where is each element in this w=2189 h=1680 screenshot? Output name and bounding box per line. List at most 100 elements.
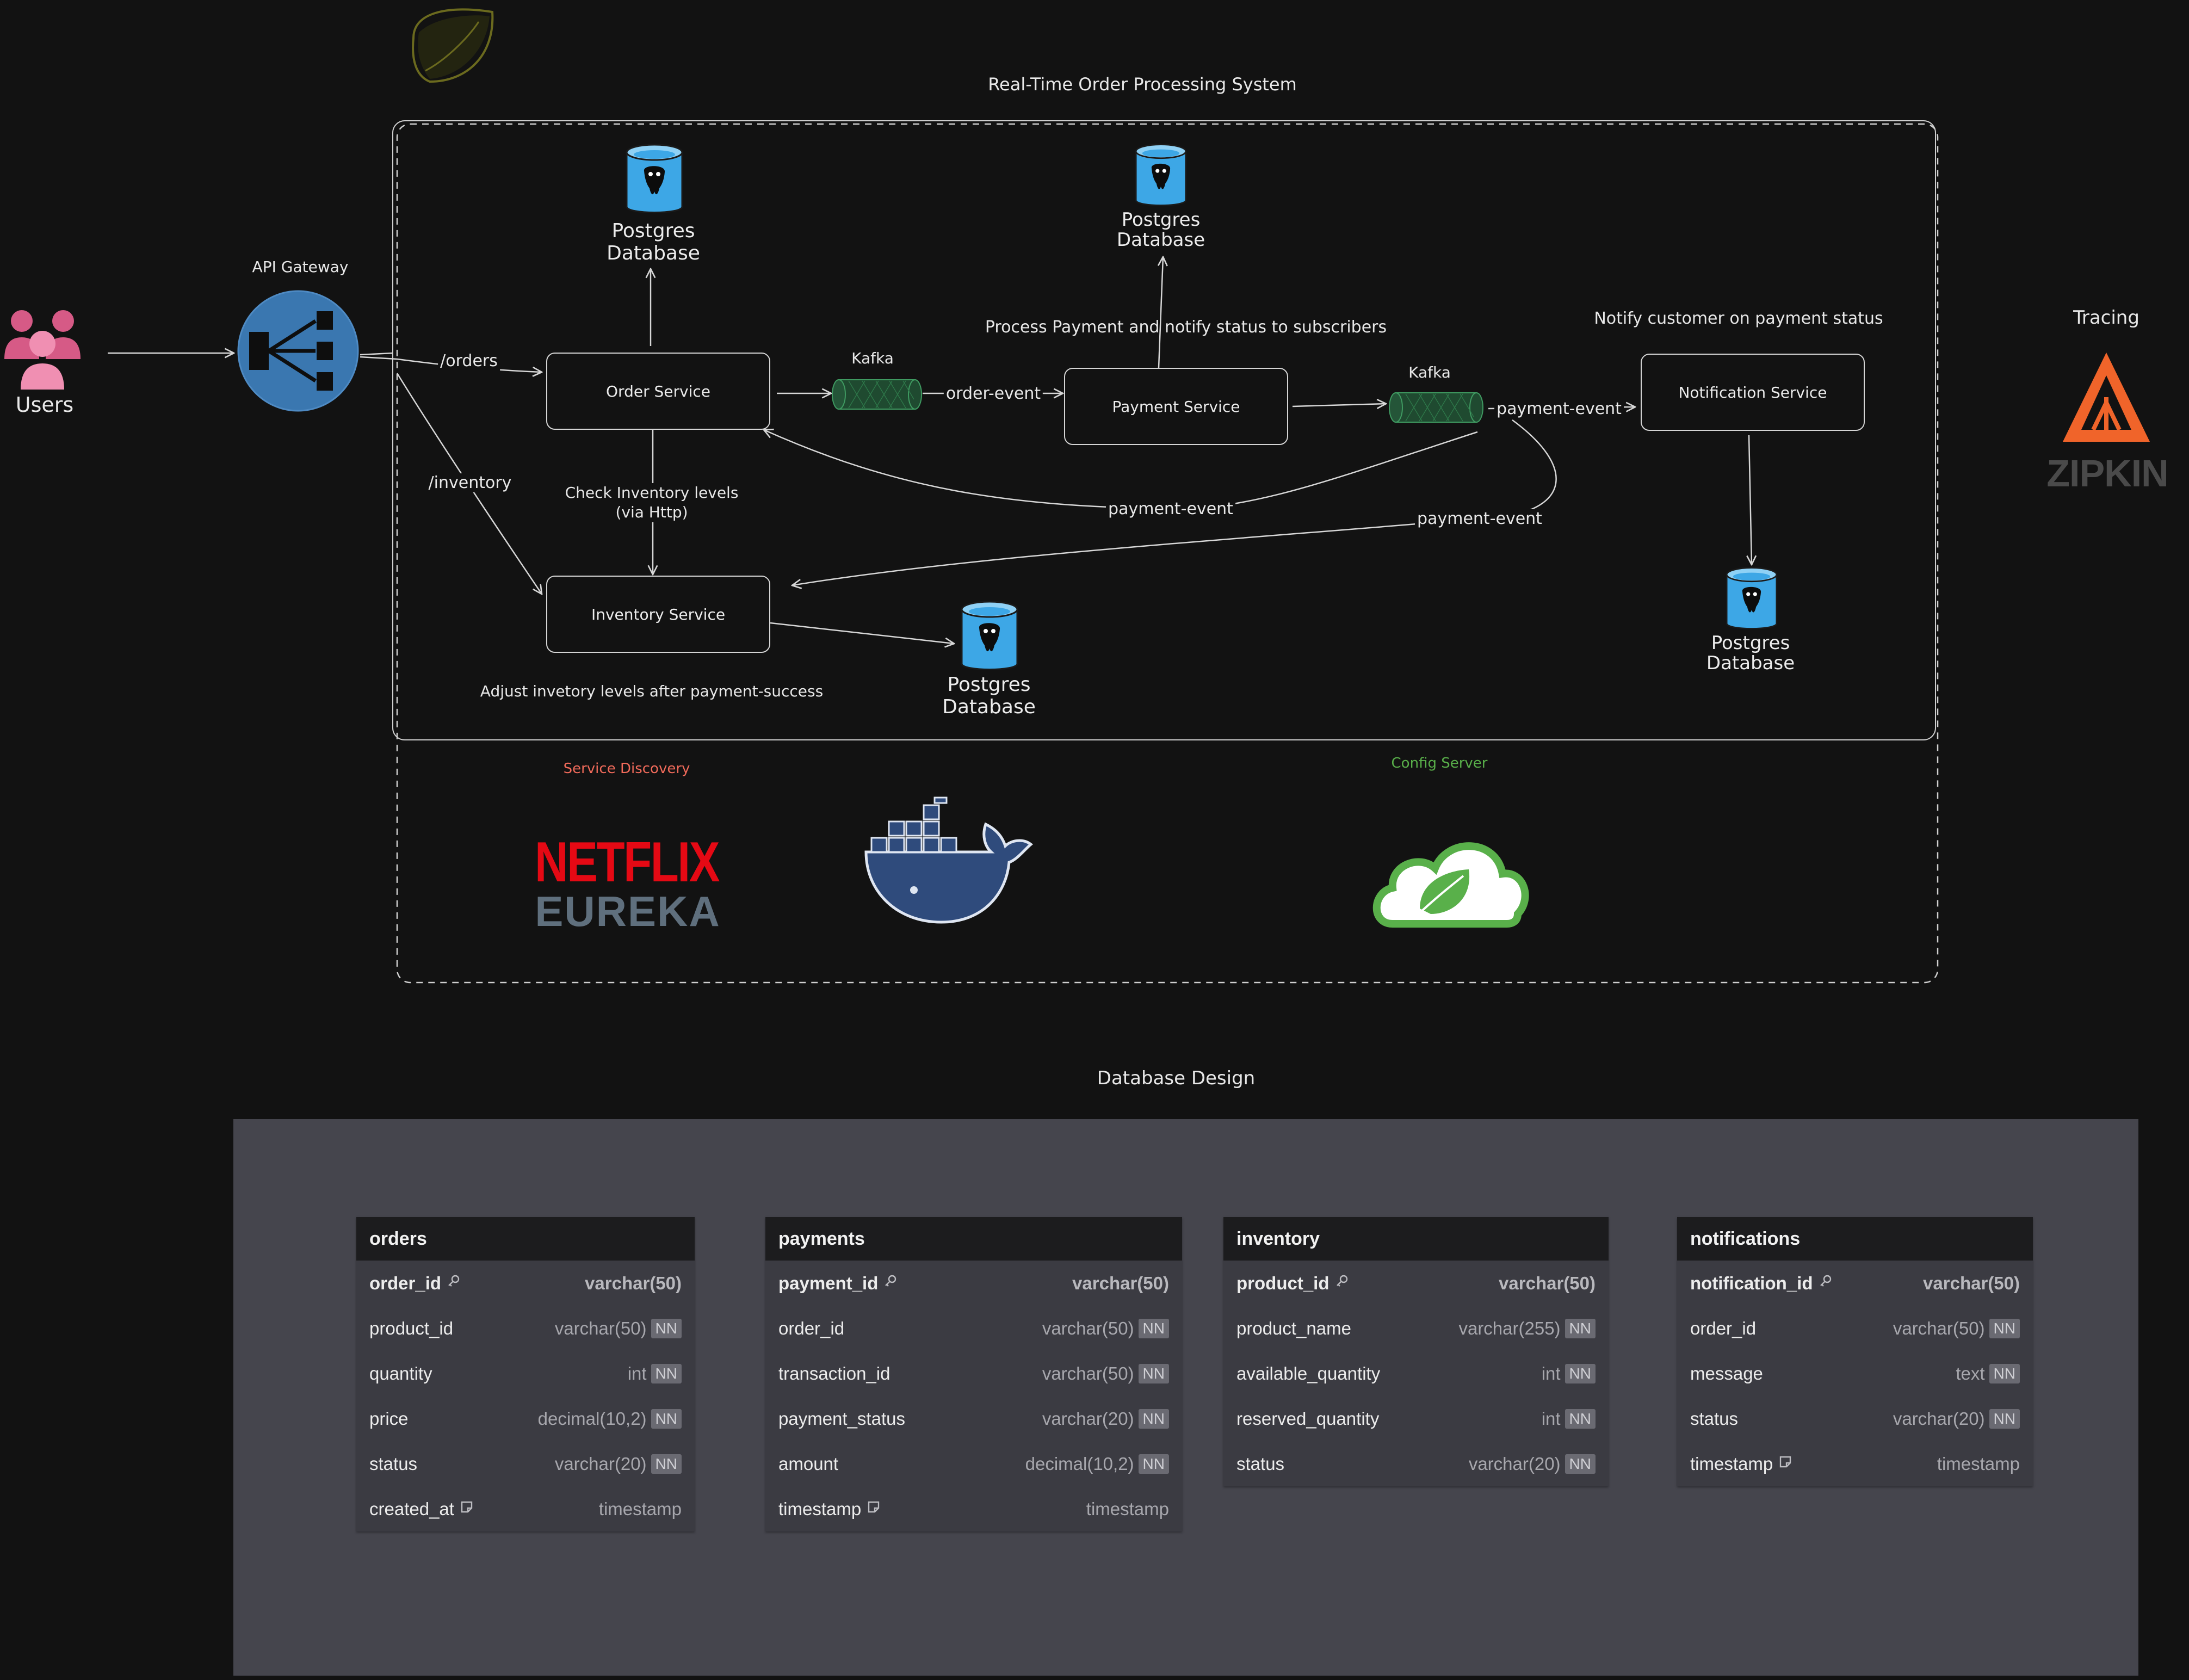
postgres-db-label-2: Postgres Database <box>1116 209 1205 251</box>
erd-column-type: int <box>627 1363 647 1383</box>
not-null-badge: NN <box>651 1454 682 1474</box>
inventory-service-node[interactable]: Inventory Service <box>546 576 770 653</box>
erd-column-name: transaction_id <box>778 1363 891 1383</box>
erd-column-name: order_id <box>1690 1318 1757 1338</box>
erd-row[interactable]: timestamp timestamp <box>1677 1441 2033 1486</box>
spring-cloud-logo-icon <box>1372 842 1529 928</box>
not-null-badge: NN <box>1138 1409 1169 1429</box>
edge-gateway-stub <box>360 352 393 356</box>
architecture-diagram <box>4 8 2150 984</box>
erd-column-name: status <box>369 1453 418 1474</box>
not-null-badge: NN <box>1989 1363 2020 1383</box>
erd-column-type: decimal(10,2) <box>1025 1453 1134 1474</box>
erd-column-name: order_id <box>778 1318 845 1338</box>
erd-column-name: status <box>1690 1408 1739 1429</box>
not-null-badge: NN <box>1138 1454 1169 1474</box>
annotation-adjust-inventory: Adjust invetory levels after payment-suc… <box>480 682 824 700</box>
edge-kafka2-inventory <box>792 419 1557 585</box>
diagram-title: Real-Time Order Processing System <box>988 74 1297 95</box>
postgres-db-label-4: Postgres Database <box>1706 632 1795 674</box>
erd-column-name: payment_status <box>778 1408 905 1429</box>
erd-column-type: varchar(50) <box>585 1273 682 1293</box>
annotation-process-payment: Process Payment and notify status to sub… <box>985 318 1387 337</box>
payment-service-node[interactable]: Payment Service <box>1064 368 1288 445</box>
kafka-label-2: Kafka <box>1408 363 1451 381</box>
zipkin-logo-icon <box>2063 353 2150 442</box>
erd-row[interactable]: timestamp timestamp <box>765 1486 1182 1531</box>
erd-column-name: timestamp <box>1690 1453 1773 1474</box>
not-null-badge: NN <box>1565 1454 1596 1474</box>
erd-column-type: varchar(50) <box>1499 1273 1596 1293</box>
postgres-db-label-3: Postgres Database <box>942 674 1036 718</box>
erd-column-type: timestamp <box>1937 1453 2020 1474</box>
erd-row[interactable]: order_id varchar(50) <box>356 1261 695 1306</box>
edge-label-order-event: order-event <box>943 384 1043 403</box>
edge-payment-kafka2 <box>1292 404 1386 406</box>
erd-column-name: amount <box>778 1453 839 1474</box>
system-boundary-solid <box>392 120 1936 740</box>
erd-table-name: notifications <box>1677 1217 2033 1261</box>
erd-column-type: timestamp <box>598 1498 682 1519</box>
docker-logo-icon <box>864 796 1034 924</box>
edge-label-payment-event-3: payment-event <box>1415 509 1544 528</box>
erd-column-name: timestamp <box>778 1498 862 1519</box>
erd-column-name: order_id <box>369 1273 442 1293</box>
not-null-badge: NN <box>1565 1363 1596 1383</box>
erd-column-type: varchar(50) <box>554 1318 647 1338</box>
erd-column-name: quantity <box>369 1363 432 1383</box>
config-server-label: Config Server <box>1391 755 1488 771</box>
key-icon <box>883 1274 898 1292</box>
erd-column-type: timestamp <box>1086 1498 1169 1519</box>
erd-row[interactable]: created_at timestamp <box>356 1486 695 1531</box>
postgres-db-icon-2 <box>1135 144 1187 206</box>
not-null-badge: NN <box>1565 1318 1596 1338</box>
erd-title: Database Design <box>1097 1067 1256 1089</box>
erd-column-type: varchar(50) <box>1042 1318 1134 1338</box>
annotation-notify-customer: Notify customer on payment status <box>1594 309 1883 328</box>
erd-column-name: created_at <box>369 1498 454 1519</box>
erd-column-name: price <box>369 1408 409 1429</box>
key-icon <box>1335 1274 1349 1292</box>
tracing-label: Tracing <box>2073 307 2139 329</box>
erd-column-type: decimal(10,2) <box>537 1408 647 1429</box>
users-label: Users <box>15 393 74 417</box>
edge-inventory-db <box>770 622 954 644</box>
erd-column-type: varchar(20) <box>1468 1453 1561 1474</box>
erd-row[interactable]: amount decimal(10,2)NN <box>765 1441 1182 1486</box>
netflix-wordmark: NETFLIX <box>534 831 720 894</box>
not-null-badge: NN <box>651 1363 682 1383</box>
erd-column-name: payment_id <box>778 1273 879 1293</box>
note-icon <box>1778 1455 1792 1473</box>
erd-column-name: notification_id <box>1690 1273 1813 1293</box>
order-service-node[interactable]: Order Service <box>546 353 770 430</box>
erd-row[interactable]: status varchar(20)NN <box>1223 1441 1609 1486</box>
api-gateway-icon <box>237 290 359 412</box>
eureka-wordmark: EUREKA <box>535 887 721 935</box>
note-icon <box>867 1500 881 1518</box>
erd-column-name: status <box>1236 1453 1285 1474</box>
erd-table-name: orders <box>356 1217 695 1261</box>
erd-column-name: product_name <box>1236 1318 1351 1338</box>
notification-service-node[interactable]: Notification Service <box>1641 354 1865 431</box>
